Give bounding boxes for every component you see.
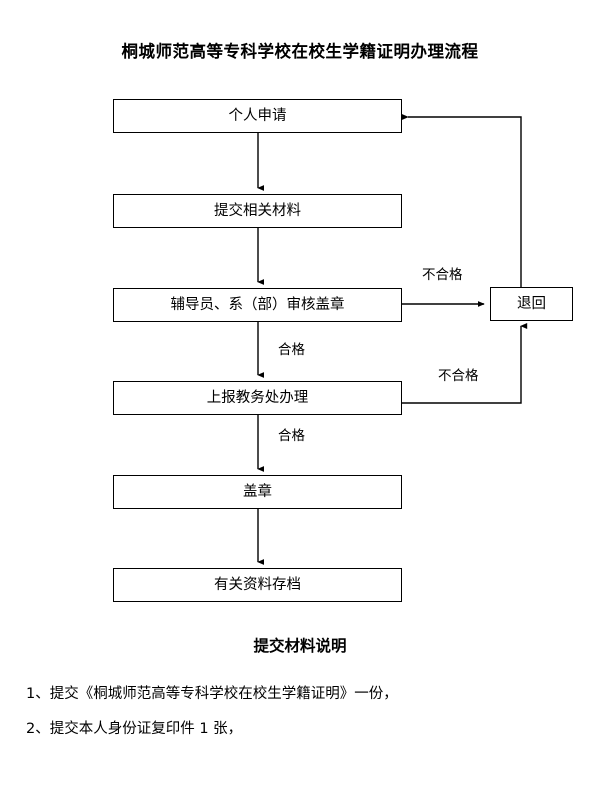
notes-heading: 提交材料说明 xyxy=(253,636,347,655)
edge-label-registry-fail: 不合格 xyxy=(437,368,480,384)
note-item-2: 2、提交本人身份证复印件 1 张， xyxy=(26,721,243,737)
flow-node-registry[interactable]: 上报教务处办理 xyxy=(113,381,402,415)
flow-node-review[interactable]: 辅导员、系（部）审核盖章 xyxy=(113,288,402,322)
flowchart-connectors xyxy=(257,114,528,565)
flow-node-apply[interactable]: 个人申请 xyxy=(113,99,402,133)
note-item-1: 1、提交《桐城师范高等专科学校在校生学籍证明》一份， xyxy=(26,686,398,702)
flow-node-archive[interactable]: 有关资料存档 xyxy=(113,568,402,602)
flowchart: 个人申请 提交相关材料 辅导员、系（部）审核盖章 上报教务处办理 盖章 有关资料… xyxy=(113,99,573,602)
edge-label-registry-pass: 合格 xyxy=(277,428,306,444)
page-title: 桐城师范高等专科学校在校生学籍证明办理流程 xyxy=(121,42,479,61)
flow-node-stamp[interactable]: 盖章 xyxy=(113,475,402,509)
edge-label-review-pass: 合格 xyxy=(277,342,306,358)
edge-label-review-fail: 不合格 xyxy=(421,267,464,283)
flow-node-reject[interactable]: 退回 xyxy=(490,287,573,321)
flow-node-submit[interactable]: 提交相关材料 xyxy=(113,194,402,228)
